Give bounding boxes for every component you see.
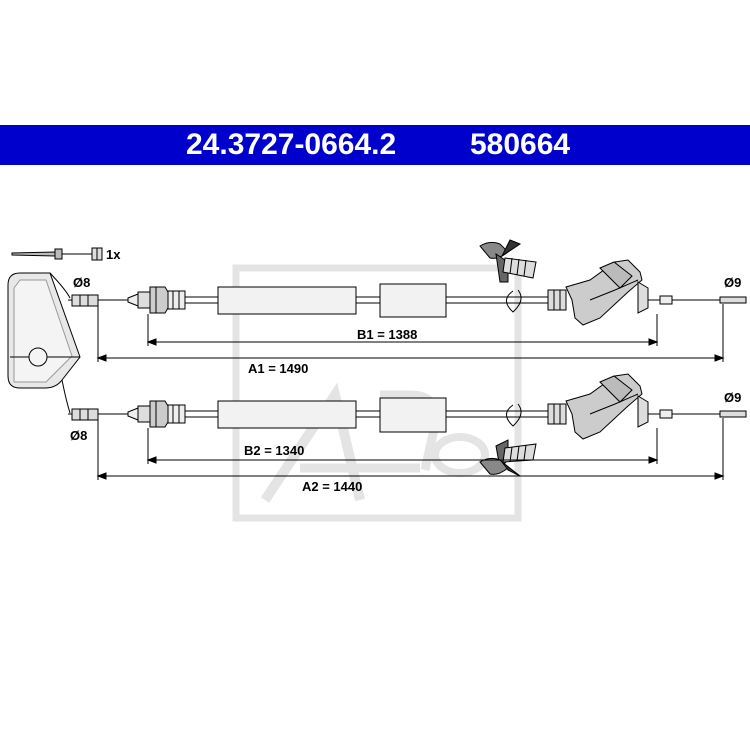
cable-1-left-nipple [71, 294, 99, 307]
cable-1-b-dimension: B1 = 1388 [357, 327, 417, 342]
cable-2-clip-icon [479, 403, 537, 477]
cable-1-left-fitting [149, 286, 169, 314]
accessory-quantity: 1x [106, 247, 121, 262]
title-bar: 24.3727-0664.2 580664 [0, 125, 750, 165]
cable-1 [68, 259, 747, 326]
cable-1-left-diameter: Ø8 [73, 275, 90, 290]
cable-2-sheath-2 [379, 397, 447, 433]
cable-2-sheath-1 [217, 400, 357, 429]
cable-1-right-diameter: Ø9 [724, 275, 741, 290]
cable-2-left-nipple [71, 408, 99, 421]
reference-number: 580664 [470, 128, 571, 161]
cable-2-left-fitting [149, 400, 169, 428]
cable-1-sheath-2 [379, 283, 447, 318]
cable-2-a-dimension: A2 = 1440 [302, 479, 362, 494]
accessory-clip-icon [11, 247, 103, 261]
cable-2 [68, 373, 747, 440]
cable-2-left-diameter: Ø8 [70, 428, 87, 443]
cable-1-sheath-1 [217, 286, 357, 315]
cable-2-dimensions [96, 418, 725, 480]
cable-1-a-dimension: A1 = 1490 [248, 361, 308, 376]
cable-2-right-nipple [719, 410, 747, 418]
mounting-bracket [7, 272, 81, 414]
cable-1-right-nipple [719, 296, 747, 304]
cable-2-b-dimension: B2 = 1340 [244, 443, 304, 458]
cable-1-dimensions [96, 304, 725, 362]
cable-2-right-diameter: Ø9 [724, 390, 741, 405]
cable-1-clip-icon [479, 239, 537, 313]
part-number: 24.3727-0664.2 [186, 128, 397, 161]
